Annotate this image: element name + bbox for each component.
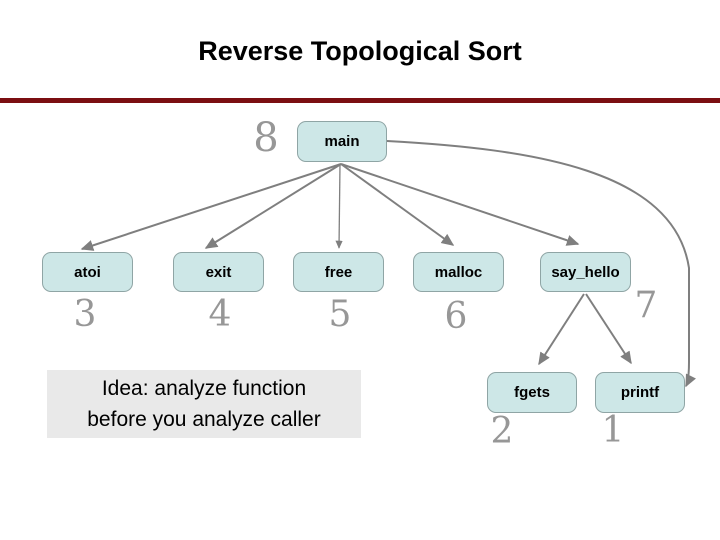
edge-say_hello-printf xyxy=(585,293,632,365)
edge-main-say_hello xyxy=(340,163,580,246)
node-free: free xyxy=(293,252,384,292)
node-printf: printf xyxy=(595,372,685,413)
node-say-hello: say_hello xyxy=(540,252,631,292)
node-exit: exit xyxy=(173,252,264,292)
idea-note: Idea: analyze function before you analyz… xyxy=(47,370,361,438)
order-number-free: 5 xyxy=(328,294,352,335)
accent-rule xyxy=(0,98,720,103)
page-title: Reverse Topological Sort xyxy=(198,36,522,66)
order-number-atoi: 3 xyxy=(73,294,97,335)
node-atoi: atoi xyxy=(42,252,133,292)
order-number-fgets: 2 xyxy=(490,411,514,452)
order-number-malloc: 6 xyxy=(444,296,468,337)
edge-main-exit xyxy=(204,163,342,249)
node-malloc: malloc xyxy=(413,252,504,292)
idea-note-line1: Idea: analyze function xyxy=(101,377,307,400)
order-number-exit: 4 xyxy=(208,294,232,335)
edge-main-malloc xyxy=(340,163,455,246)
idea-note-line2: before you analyze caller xyxy=(87,408,321,431)
order-number-main: 8 xyxy=(253,115,279,161)
node-main: main xyxy=(297,121,387,162)
edge-main-atoi xyxy=(80,163,342,251)
edge-main-printf xyxy=(386,140,697,388)
edge-say_hello-fgets xyxy=(538,293,585,366)
order-number-say-hello: 7 xyxy=(634,285,658,326)
edge-main-free xyxy=(335,163,343,249)
node-fgets: fgets xyxy=(487,372,577,413)
order-number-printf: 1 xyxy=(601,410,625,451)
